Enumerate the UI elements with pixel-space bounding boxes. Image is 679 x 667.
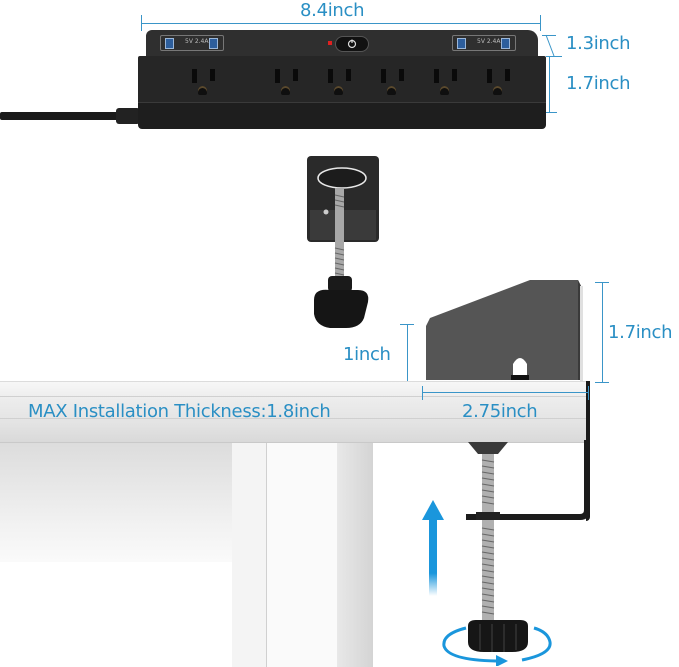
usb-port[interactable] (209, 38, 218, 49)
usb-port[interactable] (501, 38, 510, 49)
ac-outlet-6[interactable] (483, 69, 513, 101)
desk-leg-side (337, 442, 373, 667)
ac-outlet-5[interactable] (430, 69, 460, 101)
usb-port[interactable] (165, 38, 174, 49)
usb-panel-label: 5V 2.4A (185, 38, 209, 45)
ac-outlet-3[interactable] (324, 69, 354, 101)
top-height-tick-lower (546, 56, 562, 57)
usb-panel-right: 5V 2.4A (452, 35, 516, 51)
lip-height-tick-upper (400, 324, 414, 325)
clamp-knob[interactable] (462, 620, 532, 660)
power-strip-base (138, 102, 546, 129)
ac-outlet-4[interactable] (377, 69, 407, 101)
desk-leg (232, 442, 267, 667)
power-cord-strain-relief (116, 108, 140, 124)
mounting-clamp-small (307, 156, 379, 328)
power-cord (0, 112, 130, 120)
width-dimension-tick-left (141, 15, 142, 31)
power-icon (347, 39, 357, 49)
depth-dimension-line (422, 392, 588, 393)
power-strip-top-panel: 5V 2.4A 5V 2.4A (146, 30, 538, 58)
top-height-label: 1.3inch (566, 33, 631, 54)
top-height-dimension-line (545, 34, 555, 57)
face-height-tick-lower (543, 112, 557, 113)
face-height-label: 1.7inch (566, 73, 631, 94)
width-dimension-line (141, 23, 541, 24)
max-installation-thickness-label: MAX Installation Thickness:1.8inch (28, 401, 331, 422)
power-strip: 5V 2.4A 5V 2.4A (138, 30, 546, 129)
arrow-up-icon (422, 500, 444, 596)
desk-leg (267, 442, 337, 667)
depth-tick-right (588, 386, 589, 400)
ac-outlet-1[interactable] (188, 69, 218, 101)
clamp-height-label: 1.7inch (608, 322, 673, 343)
desk-top (0, 381, 589, 443)
usb-port[interactable] (457, 38, 466, 49)
top-height-tick-upper (542, 35, 556, 36)
face-height-line (549, 57, 550, 112)
power-strip-face (138, 56, 546, 104)
clamp-height-line (602, 282, 603, 382)
power-indicator-light (328, 41, 332, 45)
ac-outlet-2[interactable] (271, 69, 301, 101)
width-dimension-label: 8.4inch (300, 0, 365, 21)
clamp-height-tick-lower (595, 382, 609, 383)
lip-height-label: 1inch (343, 344, 391, 365)
power-switch[interactable] (335, 36, 369, 52)
width-dimension-tick-right (540, 15, 541, 31)
rotate-icon (442, 626, 552, 666)
depth-dimension-label: 2.75inch (462, 401, 538, 422)
clamp-bracket (426, 280, 583, 382)
desk-drawer-panel (0, 442, 232, 562)
usb-panel-left: 5V 2.4A (160, 35, 224, 51)
usb-panel-label: 5V 2.4A (477, 38, 501, 45)
clamp-height-tick-upper (595, 282, 609, 283)
depth-tick-left (422, 386, 423, 400)
lip-height-line (407, 324, 408, 382)
